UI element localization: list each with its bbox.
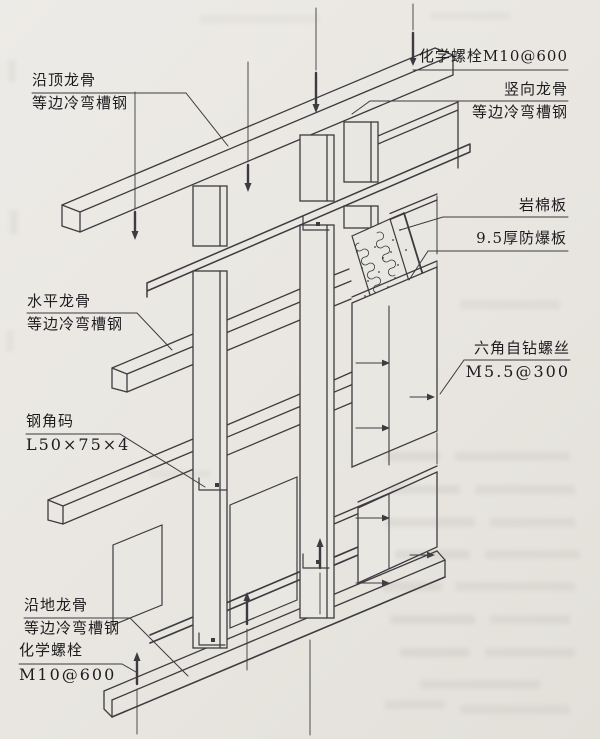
label-floor-keel-line2: 等边冷弯槽钢 xyxy=(24,619,121,637)
leader-top-keel xyxy=(31,92,229,147)
label-floor-keel-line1: 沿地龙骨 xyxy=(24,596,89,614)
label-screw-line2: M5.5@300 xyxy=(465,362,570,381)
label-horizontal-keel-line1: 水平龙骨 xyxy=(27,292,92,310)
leader-blast-board xyxy=(408,250,569,281)
label-chemical-bolt-top: 化学螺栓M10@600 xyxy=(418,47,568,65)
horizontal-keel-channel-lower xyxy=(47,371,353,525)
label-chemical-bolt-bottom-line1: 化学螺栓 xyxy=(19,641,84,659)
steel-angle-brackets xyxy=(198,215,330,646)
leader-rock-wool xyxy=(399,216,569,231)
vertical-stud-right xyxy=(343,121,379,229)
back-panel-bottom-left xyxy=(112,524,163,626)
leader-chemical-bolt-bottom xyxy=(18,663,137,673)
floor-keel-channel xyxy=(103,550,446,718)
leader-steel-angle xyxy=(25,433,206,488)
back-panel-middle xyxy=(229,476,298,629)
label-steel-angle-line1: 钢角码 xyxy=(26,412,75,430)
leader-floor-keel xyxy=(23,617,189,677)
vertical-stud-left xyxy=(192,185,228,649)
label-blast-board: 9.5厚防爆板 xyxy=(476,229,567,247)
horizontal-keel-channel-upper xyxy=(111,268,352,393)
label-screw-line1: 六角自钻螺丝 xyxy=(473,339,570,357)
label-top-keel-line2: 等边冷弯槽钢 xyxy=(32,94,129,112)
label-vertical-keel-line1: 竖向龙骨 xyxy=(503,80,568,98)
chemical-bolt-arrows-bottom xyxy=(133,538,324,736)
label-chemical-bolt-bottom-line2: M10@600 xyxy=(19,665,117,684)
label-vertical-keel-line2: 等边冷弯槽钢 xyxy=(471,103,568,121)
blast-panel-middle xyxy=(351,260,438,468)
self-drilling-screw-arrows xyxy=(355,359,435,587)
leader-lines xyxy=(18,69,571,677)
lower-rail-pair xyxy=(149,546,359,644)
label-steel-angle-line2: L50×75×4 xyxy=(26,435,131,454)
leader-vertical-keel xyxy=(351,100,569,115)
label-top-keel-line1: 沿顶龙骨 xyxy=(32,71,97,89)
leader-screw xyxy=(439,359,571,395)
chemical-bolt-arrows-top xyxy=(131,3,417,240)
label-horizontal-keel-line2: 等边冷弯槽钢 xyxy=(27,315,124,333)
leader-horizontal-keel xyxy=(26,312,173,351)
label-rock-wool: 岩棉板 xyxy=(518,196,567,214)
vertical-stud-center xyxy=(299,134,335,619)
panel-top-rail xyxy=(146,143,471,298)
back-panel-top xyxy=(352,101,459,214)
